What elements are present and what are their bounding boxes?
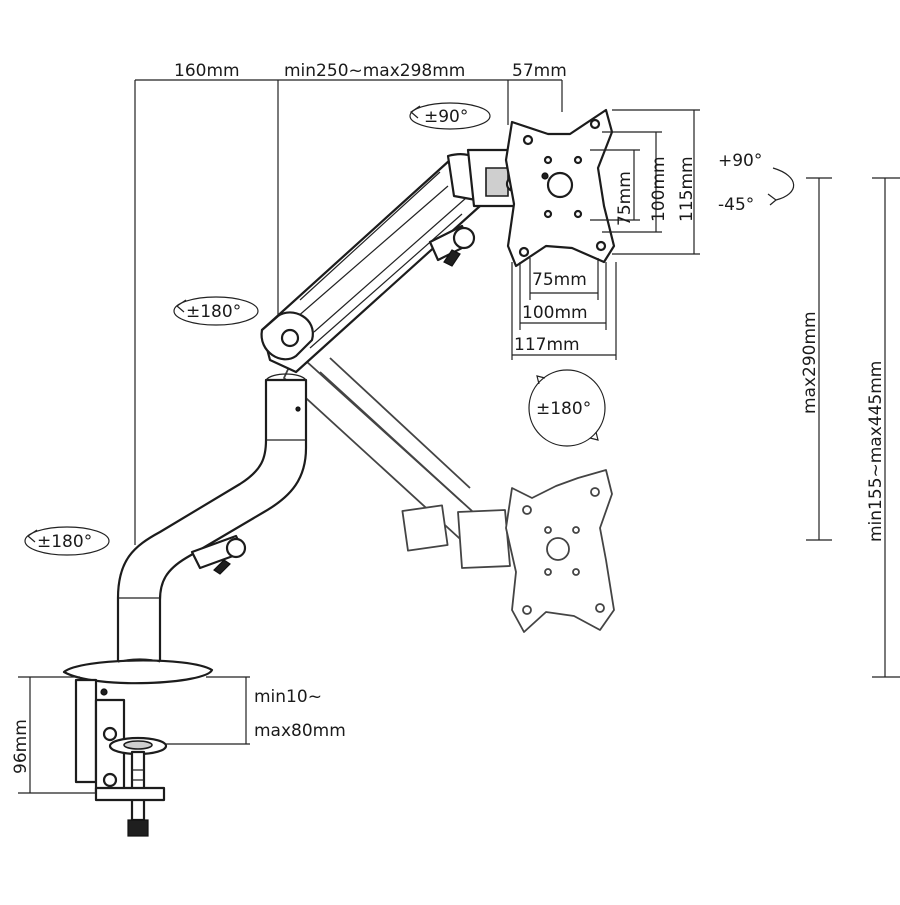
rotation-badge-base <box>24 526 110 556</box>
lowered-arm-ghost <box>283 351 615 633</box>
vesa-plate <box>504 108 616 268</box>
rotation-badge-arm-joint <box>173 296 259 326</box>
arm-base-offset-label: 160mm <box>174 61 240 81</box>
vesa-h100-label: 100mm <box>522 303 588 323</box>
vesa-dimension-lines <box>511 109 700 360</box>
height-dimension-lines <box>806 177 900 678</box>
rotation-badge-plate-swivel <box>409 102 491 130</box>
desk-clamp <box>62 658 214 837</box>
desk-thickness-max-label: max80mm <box>254 721 346 741</box>
base-rotation-label: ±180° <box>37 532 92 552</box>
tilt-up-label: +90° <box>718 151 762 171</box>
clamp-height-label: 96mm <box>11 719 31 774</box>
top-dimension-lines <box>134 79 563 545</box>
plate-swivel-label: ±90° <box>424 107 468 127</box>
arm-joint-rotation-label: ±180° <box>186 302 241 322</box>
arm-extension-label: min250~max298mm <box>284 61 465 81</box>
clamp-dimension-lines <box>18 676 250 794</box>
vesa-v100-label: 100mm <box>649 156 669 222</box>
vesa-h75-label: 75mm <box>532 270 587 290</box>
plate-width-label: 117mm <box>514 335 580 355</box>
plate-height-label: 115mm <box>677 156 697 222</box>
arm-pole <box>116 373 308 670</box>
upper-arm <box>260 148 523 374</box>
height-range-label: min155~max445mm <box>866 361 886 542</box>
height-max-label: max290mm <box>800 311 820 414</box>
tilt-down-label: -45° <box>718 195 754 215</box>
desk-thickness-min-label: min10~ <box>254 687 322 707</box>
tilt-arrow-icon <box>767 167 795 206</box>
vesa-v75-label: 75mm <box>615 171 635 226</box>
screen-rotation-label: ±180° <box>536 399 591 419</box>
plate-offset-label: 57mm <box>512 61 567 81</box>
rotation-badge-screen <box>528 369 606 447</box>
